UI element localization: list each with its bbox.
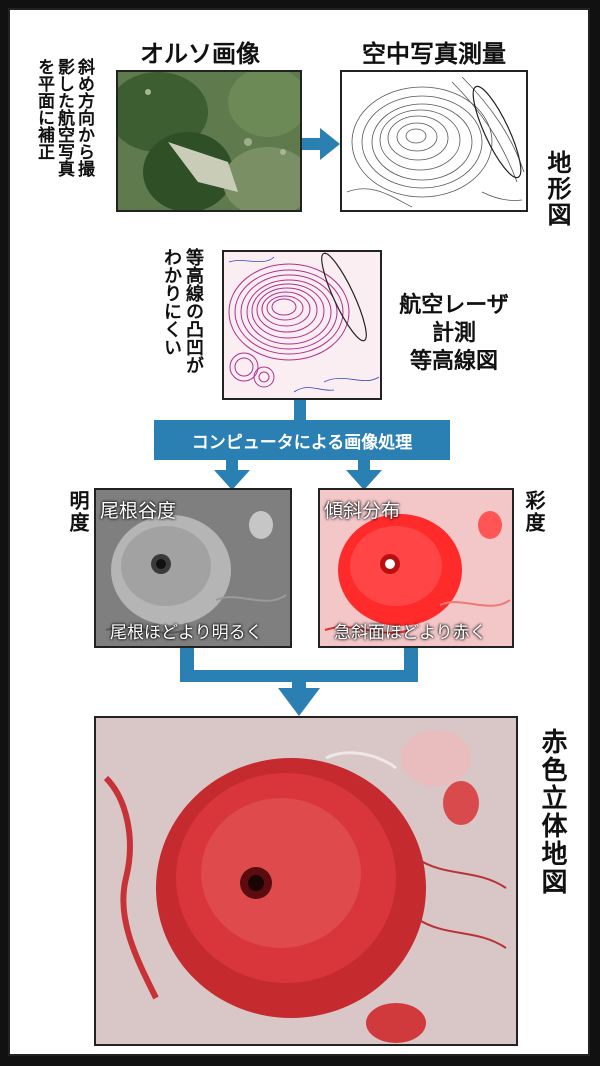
- survey-title: 空中写真測量: [362, 40, 506, 68]
- result-title: 赤色立体地図: [537, 728, 567, 896]
- ridge-side-label: 明度: [66, 490, 90, 534]
- slope-side-label: 彩度: [522, 490, 546, 534]
- split-arrows: [214, 458, 382, 490]
- survey-map: [340, 70, 528, 212]
- merge-arrow: [180, 648, 418, 716]
- ridge-valley-image: 尾根谷度 尾根ほどより明るく: [94, 488, 292, 648]
- laser-title-line3: 等高線図: [409, 349, 498, 374]
- ortho-photo-graphic: [118, 72, 300, 210]
- laser-contour-map: [222, 250, 382, 400]
- slope-graphic: [320, 490, 512, 646]
- ortho-title: オルソ画像: [140, 40, 260, 68]
- image-processing-box: コンピュータによる画像処理: [154, 420, 450, 460]
- survey-side-label: 地形図: [543, 150, 571, 228]
- ridge-valley-graphic: [96, 490, 290, 646]
- connector-line: [294, 400, 306, 422]
- laser-title-line1: 航空レーザ: [399, 293, 509, 318]
- red-relief-graphic: [96, 718, 516, 1044]
- laser-title-line2: 計測: [431, 321, 476, 346]
- laser-title: 航空レーザ 計測 等高線図: [384, 292, 524, 376]
- slope-inner-title: 傾斜分布: [324, 500, 401, 522]
- slope-image: 傾斜分布 急斜面ほどより赤く: [318, 488, 514, 648]
- topographic-map-graphic: [346, 76, 525, 208]
- red-relief-map: [94, 716, 518, 1046]
- slope-inner-caption: 急斜面ほどより赤く: [334, 623, 487, 643]
- ortho-image: [116, 70, 302, 212]
- ridge-inner-caption: 尾根ほどより明るく: [110, 623, 263, 643]
- contour-map-graphic: [228, 252, 380, 393]
- laser-side-note: 等高線の凸凹がわかりにくい: [161, 248, 204, 374]
- ridge-inner-title: 尾根谷度: [100, 500, 177, 522]
- arrow-right: [302, 128, 340, 160]
- ortho-side-note: 斜め方向から撮影した航空写真を平面に補正: [34, 58, 94, 177]
